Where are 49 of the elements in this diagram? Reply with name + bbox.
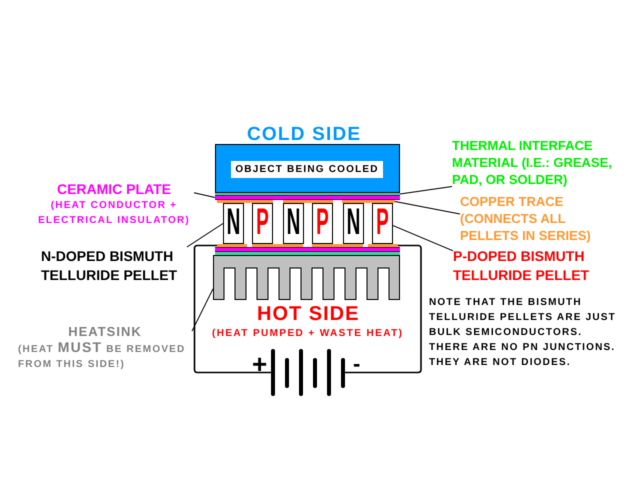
ceramic-plate bbox=[215, 195, 400, 200]
copper-trace-label: COPPER TRACE bbox=[460, 194, 564, 210]
ceramic-plate-label: CERAMIC PLATE bbox=[56, 181, 172, 197]
copper-trace bbox=[312, 244, 363, 247]
polarity-sign: + bbox=[252, 351, 268, 377]
pellet-letter: P bbox=[316, 210, 329, 238]
object-label: OBJECT BEING COOLED bbox=[231, 161, 383, 178]
pellet-letter: P bbox=[376, 210, 389, 238]
side-subheading: (HEAT PUMPED + WASTE HEAT) bbox=[212, 328, 404, 340]
p-type-pellet bbox=[312, 203, 333, 244]
heatsink-note: (HEAT MUST BE REMOVED FROM THIS SIDE!) bbox=[18, 340, 186, 372]
side-heading: COLD SIDE bbox=[247, 124, 362, 144]
pellet-label: P-DOPED BISMUTH TELLURIDE PELLET bbox=[453, 247, 603, 285]
pellet-letter: P bbox=[256, 210, 269, 238]
note-text: NOTE THAT THE BISMUTH TELLURIDE PELLETS ARE JUST BULK SEMICONDUCTORS. THERE ARE NO PN JUNCTIONS. THEY ARE NOT DIODES. bbox=[429, 296, 617, 370]
pellet-letter: N bbox=[346, 210, 360, 238]
copper-trace-note: (CONNECTS ALL PELLETS IN SERIES) bbox=[460, 210, 592, 244]
heatsink-label: HEATSINK bbox=[67, 324, 143, 340]
p-type-pellet bbox=[252, 203, 273, 244]
ceramic-plate-note: (HEAT CONDUCTOR + ELECTRICAL INSULATOR) bbox=[37, 199, 191, 228]
cooled-object-block bbox=[215, 144, 400, 193]
polarity-sign: - bbox=[353, 353, 360, 375]
copper-trace bbox=[368, 244, 398, 247]
leader-line bbox=[394, 201, 460, 214]
leader-line bbox=[192, 288, 214, 332]
copper-trace bbox=[252, 244, 303, 247]
wire bbox=[345, 244, 422, 374]
heatsink bbox=[213, 255, 400, 300]
wire bbox=[194, 244, 271, 374]
p-type-pellet bbox=[372, 203, 393, 244]
n-type-pellet bbox=[223, 203, 244, 244]
n-type-pellet bbox=[283, 203, 304, 244]
copper-trace bbox=[283, 200, 333, 203]
n-type-pellet bbox=[343, 203, 364, 244]
battery-symbol bbox=[271, 349, 345, 396]
pellet-letter: N bbox=[226, 210, 240, 238]
copper-trace bbox=[342, 200, 395, 203]
thermal-interface-label: THERMAL INTERFACE MATERIAL (I.E.: GREASE, PAD, OR SOLDER) bbox=[452, 137, 624, 188]
pellet-label: N-DOPED BISMUTH TELLURIDE PELLET bbox=[41, 247, 187, 285]
ceramic-plate bbox=[215, 247, 400, 252]
side-heading: HOT SIDE bbox=[257, 304, 360, 324]
leader-line bbox=[194, 192, 216, 198]
leader-line bbox=[400, 186, 452, 194]
pellet-letter: N bbox=[286, 210, 300, 238]
leader-line bbox=[392, 225, 454, 252]
thermal-interface-layer bbox=[215, 252, 400, 255]
leader-line bbox=[186, 223, 224, 248]
copper-trace bbox=[217, 244, 247, 247]
copper-trace bbox=[217, 200, 273, 203]
